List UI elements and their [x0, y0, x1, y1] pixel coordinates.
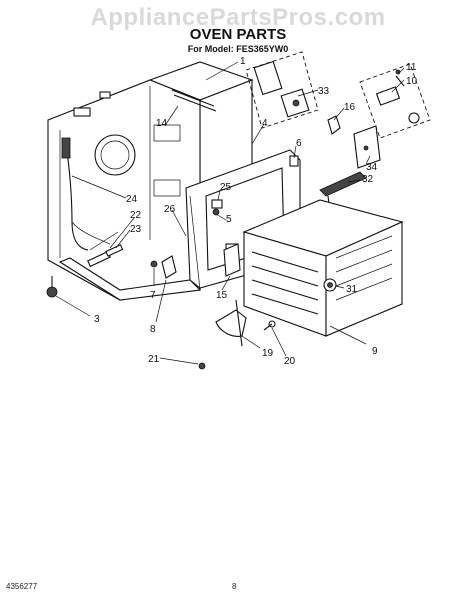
- callout-32: 32: [362, 174, 374, 185]
- callout-19: 19: [262, 348, 274, 359]
- screw-21: [198, 362, 206, 370]
- callout-14: 14: [156, 118, 168, 129]
- callout-labels: 1 33 11 10 16 14 4 6 34 25 32 24 22 26 5…: [94, 56, 418, 367]
- callout-21: 21: [148, 354, 160, 365]
- callout-31: 31: [346, 284, 358, 295]
- callout-25: 25: [220, 182, 232, 193]
- callout-3: 3: [94, 314, 100, 325]
- light-assembly-group: [245, 51, 319, 129]
- page-number: 8: [232, 582, 237, 591]
- callout-24: 24: [126, 194, 138, 205]
- bracket-15: [223, 243, 241, 277]
- callout-20: 20: [284, 356, 296, 367]
- callout-7: 7: [150, 290, 156, 301]
- callout-22: 22: [130, 210, 142, 221]
- callout-9: 9: [372, 346, 378, 357]
- callout-16: 16: [344, 102, 356, 113]
- callout-10: 10: [406, 76, 418, 87]
- clip-7: [150, 255, 177, 279]
- cover-plate-34: [353, 125, 381, 169]
- igniter-parts: [87, 231, 124, 268]
- callout-11: 11: [406, 62, 417, 73]
- callout-6: 6: [296, 138, 302, 149]
- screw-3: [46, 276, 58, 298]
- leader-lines: [55, 61, 405, 365]
- callout-5: 5: [226, 214, 232, 225]
- callout-26: 26: [164, 204, 176, 215]
- oven-cavity: [242, 199, 404, 337]
- page-title: OVEN PARTS: [189, 26, 287, 43]
- callout-15: 15: [216, 290, 228, 301]
- wire-harness: [61, 137, 111, 251]
- callout-33: 33: [318, 86, 330, 97]
- callout-1: 1: [240, 56, 246, 67]
- bracket-16: [327, 115, 341, 135]
- callout-8: 8: [150, 324, 156, 335]
- callout-34: 34: [366, 162, 378, 173]
- callout-4: 4: [262, 118, 268, 129]
- sensor-group: [359, 63, 431, 139]
- document-number: 4356277: [6, 582, 38, 591]
- page-subtitle: For Model: FES365YW0: [187, 44, 289, 54]
- latch-assembly: [215, 299, 276, 347]
- watermark: AppliancePartsPros.com: [90, 4, 386, 31]
- callout-23: 23: [130, 224, 142, 235]
